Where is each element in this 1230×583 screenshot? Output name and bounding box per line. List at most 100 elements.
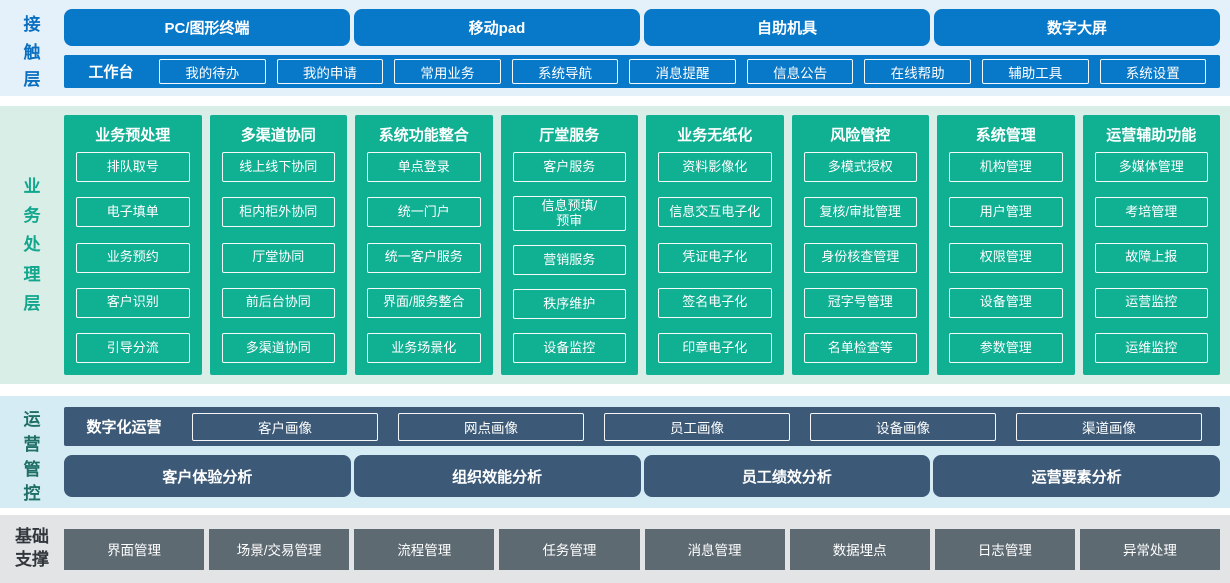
column-risk-control: 风险管控 多模式授权 复核/审批管理 身份核查管理 冠字号管理 名单检查等 xyxy=(791,115,929,375)
column-item: 冠字号管理 xyxy=(803,287,917,318)
column-item: 机构管理 xyxy=(949,152,1063,182)
column-items: 单点登录 统一门户 统一客户服务 界面/服务整合 业务场景化 xyxy=(367,152,481,363)
terminal-self-service: 自助机具 xyxy=(644,9,930,46)
column-item: 权限管理 xyxy=(949,242,1063,273)
column-item: 凭证电子化 xyxy=(658,242,772,273)
column-title: 运营辅助功能 xyxy=(1106,127,1197,144)
band-divider xyxy=(0,384,1230,396)
column-title: 业务预处理 xyxy=(95,127,171,144)
foundation-scene-transaction: 场景/交易管理 xyxy=(209,528,350,570)
column-title: 风险管控 xyxy=(830,127,891,144)
column-title: 系统管理 xyxy=(975,127,1036,144)
foundation-task-management: 任务管理 xyxy=(499,528,640,570)
column-item: 考培管理 xyxy=(1094,197,1208,228)
column-item: 线上线下协同 xyxy=(221,152,335,182)
column-title: 系统功能整合 xyxy=(378,127,469,144)
column-items: 排队取号 电子填单 业务预约 客户识别 引导分流 xyxy=(76,152,190,363)
column-item: 单点登录 xyxy=(367,152,481,182)
column-hall-service: 厅堂服务 客户服务 信息预填/ 预审 营销服务 秩序维护 设备监控 xyxy=(500,115,638,375)
workbench-item-announcements: 信息公告 xyxy=(746,59,854,84)
column-item: 业务场景化 xyxy=(367,333,481,363)
digital-operations-bar: 数字化运营 客户画像 网点画像 员工画像 设备画像 渠道画像 xyxy=(64,407,1220,446)
column-item: 信息预填/ 预审 xyxy=(512,195,626,232)
column-item: 复核/审批管理 xyxy=(803,197,917,228)
column-item: 引导分流 xyxy=(76,333,190,363)
workbench-label: 工作台 xyxy=(88,64,134,81)
column-item: 信息交互电子化 xyxy=(658,197,772,228)
operations-layer-label: 运营管控 xyxy=(23,410,41,504)
column-item: 身份核查管理 xyxy=(803,242,917,273)
workbench-item-todo: 我的待办 xyxy=(159,59,266,84)
terminal-digital-screen: 数字大屏 xyxy=(934,9,1220,46)
column-item: 设备监控 xyxy=(512,332,626,363)
column-title: 厅堂服务 xyxy=(539,127,600,144)
column-item: 名单检查等 xyxy=(803,333,917,363)
column-items: 客户服务 信息预填/ 预审 营销服务 秩序维护 设备监控 xyxy=(512,152,626,363)
column-item: 多模式授权 xyxy=(803,152,917,182)
column-items: 多媒体管理 考培管理 故障上报 运营监控 运维监控 xyxy=(1094,152,1208,363)
column-item: 用户管理 xyxy=(949,197,1063,228)
business-columns: 业务预处理 排队取号 电子填单 业务预约 客户识别 引导分流 多渠道协同 线上线… xyxy=(64,115,1220,375)
foundation-layer-label: 基础支撑 xyxy=(15,527,49,569)
contact-layer-label: 接触层 xyxy=(23,15,41,90)
column-item: 客户服务 xyxy=(512,152,626,182)
foundation-data-tracking: 数据埋点 xyxy=(789,528,930,570)
column-item: 参数管理 xyxy=(949,333,1063,363)
column-title: 多渠道协同 xyxy=(240,127,316,144)
column-item: 电子填单 xyxy=(76,197,190,228)
column-system-integration: 系统功能整合 单点登录 统一门户 统一客户服务 界面/服务整合 业务场景化 xyxy=(355,115,493,375)
column-item: 多媒体管理 xyxy=(1094,152,1208,182)
band-divider xyxy=(0,96,1230,106)
column-title: 业务无纸化 xyxy=(677,127,753,144)
profile-branch: 网点画像 xyxy=(398,412,584,441)
terminal-pc: PC/图形终端 xyxy=(64,9,350,46)
operations-layer-content: 数字化运营 客户画像 网点画像 员工画像 设备画像 渠道画像 客户体验分析 组织… xyxy=(64,407,1230,508)
column-ops-auxiliary: 运营辅助功能 多媒体管理 考培管理 故障上报 运营监控 运维监控 xyxy=(1082,115,1220,375)
contact-layer-gutter: 接触层 xyxy=(0,9,64,96)
column-item: 运营监控 xyxy=(1094,287,1208,318)
analysis-ops-elements: 运营要素分析 xyxy=(933,455,1220,497)
column-item: 签名电子化 xyxy=(658,287,772,318)
column-item: 设备管理 xyxy=(949,287,1063,318)
analysis-employee-performance: 员工绩效分析 xyxy=(643,455,931,497)
profile-device: 设备画像 xyxy=(810,412,996,441)
column-item: 前后台协同 xyxy=(221,287,335,318)
profile-employee: 员工画像 xyxy=(604,412,790,441)
column-item: 印章电子化 xyxy=(658,333,772,363)
business-layer-band: 业务处理层 业务预处理 排队取号 电子填单 业务预约 客户识别 引导分流 多渠道… xyxy=(0,106,1230,384)
contact-layer-band: 接触层 PC/图形终端 移动pad 自助机具 数字大屏 工作台 我的待办 我的申… xyxy=(0,0,1230,96)
column-item: 排队取号 xyxy=(76,152,190,182)
column-item: 界面/服务整合 xyxy=(367,287,481,318)
workbench-item-settings: 系统设置 xyxy=(1099,59,1207,84)
column-paperless: 业务无纸化 资料影像化 信息交互电子化 凭证电子化 签名电子化 印章电子化 xyxy=(646,115,784,375)
column-item: 秩序维护 xyxy=(512,289,626,319)
business-layer-gutter: 业务处理层 xyxy=(0,115,64,375)
profile-channel: 渠道画像 xyxy=(1016,412,1202,441)
operations-layer-band: 运营管控 数字化运营 客户画像 网点画像 员工画像 设备画像 渠道画像 客户体验… xyxy=(0,396,1230,508)
business-layer-label: 业务处理层 xyxy=(23,176,41,313)
foundation-layer-content: 界面管理 场景/交易管理 流程管理 任务管理 消息管理 数据埋点 日志管理 异常… xyxy=(64,528,1230,570)
analysis-org-efficiency: 组织效能分析 xyxy=(353,455,641,497)
column-item: 故障上报 xyxy=(1094,242,1208,273)
profile-customer: 客户画像 xyxy=(192,412,378,441)
workbench-item-common-business: 常用业务 xyxy=(394,59,501,84)
column-item: 业务预约 xyxy=(76,242,190,273)
workbench-item-notifications: 消息提醒 xyxy=(629,59,736,84)
foundation-exception-handling: 异常处理 xyxy=(1079,528,1220,570)
column-item: 客户识别 xyxy=(76,287,190,318)
workbench-item-navigation: 系统导航 xyxy=(511,59,619,84)
column-items: 多模式授权 复核/审批管理 身份核查管理 冠字号管理 名单检查等 xyxy=(803,152,917,363)
workbench-item-online-help: 在线帮助 xyxy=(864,59,971,84)
column-business-preprocess: 业务预处理 排队取号 电子填单 业务预约 客户识别 引导分流 xyxy=(64,115,202,375)
column-multichannel: 多渠道协同 线上线下协同 柜内柜外协同 厅堂协同 前后台协同 多渠道协同 xyxy=(209,115,347,375)
analysis-row: 客户体验分析 组织效能分析 员工绩效分析 运营要素分析 xyxy=(64,455,1220,497)
column-item: 统一客户服务 xyxy=(367,242,481,273)
workbench-item-applications: 我的申请 xyxy=(276,59,384,84)
foundation-layer-gutter: 基础支撑 xyxy=(0,526,64,572)
band-divider xyxy=(0,508,1230,515)
column-item: 多渠道协同 xyxy=(221,333,335,363)
column-items: 线上线下协同 柜内柜外协同 厅堂协同 前后台协同 多渠道协同 xyxy=(221,152,335,363)
foundation-layer-band: 基础支撑 界面管理 场景/交易管理 流程管理 任务管理 消息管理 数据埋点 日志… xyxy=(0,515,1230,583)
column-system-admin: 系统管理 机构管理 用户管理 权限管理 设备管理 参数管理 xyxy=(937,115,1075,375)
